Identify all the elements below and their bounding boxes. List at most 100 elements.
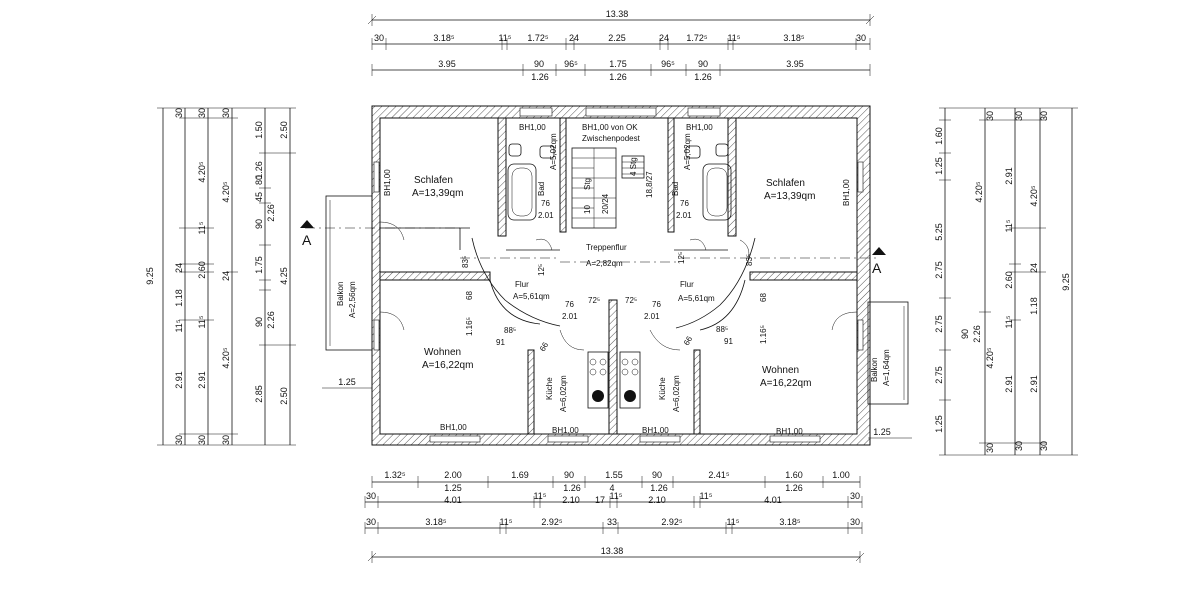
dim-66-right: 66 — [682, 334, 695, 347]
top-row1-dim-10: 3.18⁵ — [783, 33, 805, 43]
bottom-row2-dim-9: 4.01 — [764, 495, 782, 505]
bottom-row3-dim-5: 33 — [607, 517, 617, 527]
flur-left-area: A=5,61qm — [513, 292, 550, 301]
balkon-right-name: Balkon — [870, 358, 879, 382]
dim-725-center-right: 72⁵ — [625, 296, 637, 305]
toilet-left — [508, 143, 522, 157]
section-arrow-left-icon — [300, 220, 314, 228]
left-col-d-3: 80 — [254, 175, 264, 185]
bathtub-right — [702, 163, 732, 221]
door-wohnen-left — [379, 311, 405, 331]
left-col-a-5: 24 — [174, 263, 184, 273]
right-col-c-4: 2.60 — [1004, 271, 1014, 289]
bottom-row1-dim-9: 1.00 — [832, 470, 850, 480]
top-row1-dim-3: 11⁵ — [498, 33, 511, 43]
top-row2-dim-3: 96⁵ — [564, 59, 578, 69]
right-col-a-6: 2.75 — [934, 366, 944, 384]
bottom-row3-dim-4: 2.92⁵ — [541, 517, 563, 527]
bottom-row3-dim-3: 11⁵ — [499, 517, 512, 527]
bottom-row1-sub-4: 1.26 — [650, 483, 668, 493]
right-col-b-2: 4.20⁵ — [974, 181, 984, 203]
bottom-row2-dim-6: 11⁵ — [609, 491, 622, 501]
flur-curve-left — [471, 237, 561, 327]
left-col-e-3: 2.50 — [279, 387, 289, 405]
left-col-d-9: 2.26 — [266, 311, 276, 329]
dim-125-left: 12⁵ — [537, 264, 546, 276]
dim-68-right: 68 — [759, 293, 768, 302]
balcony-left-outline — [325, 195, 373, 351]
top-row1-dim-7: 24 — [659, 33, 669, 43]
bathtub-left — [507, 163, 537, 221]
top-row1-dim-4: 1.72⁵ — [527, 33, 549, 43]
bottom-dimension-chains: 1.32⁵ 2.00 1.69 90 1.55 90 2.41⁵ 1.60 1.… — [364, 470, 865, 563]
bottom-row3-dim-1: 30 — [366, 517, 376, 527]
stair-num2: 20/24 — [601, 193, 610, 214]
bottom-row3-dim-7: 11⁵ — [726, 517, 739, 527]
bottom-row3-dim-8: 3.18⁵ — [779, 517, 801, 527]
right-col-a-7: 1.25 — [934, 415, 944, 433]
dim-76-center-left: 76 — [565, 300, 574, 309]
right-col-a-1: 1.60 — [934, 127, 944, 145]
right-col-b-1: 30 — [985, 111, 995, 121]
staircase — [571, 147, 645, 229]
left-col-d-8: 90 — [254, 317, 264, 327]
dim-125-right: 12⁵ — [677, 252, 686, 264]
bad-left-area: A=5,02qm — [549, 133, 558, 170]
bottom-row1-dim-2: 2.00 — [444, 470, 462, 480]
curved-wall-right — [699, 279, 746, 331]
left-col-a-3: 11⁵ — [174, 319, 184, 332]
bottom-row1-dim-1: 1.32⁵ — [384, 470, 406, 480]
right-col-d-1: 30 — [1039, 111, 1049, 121]
treppenflur-name: Treppenflur — [586, 243, 627, 252]
left-col-e-1: 2.50 — [279, 121, 289, 139]
bottom-row1-sub-1: 1.25 — [444, 483, 462, 493]
balconies — [325, 195, 909, 405]
right-col-a-2: 1.25 — [934, 157, 944, 175]
stair-stg2: Stg — [583, 178, 592, 190]
right-col-a-5: 2.75 — [934, 315, 944, 333]
right-col-c-3: 11⁵ — [1004, 219, 1014, 232]
bad-left-window: BH1,00 — [519, 123, 546, 132]
left-col-c-1: 30 — [221, 108, 231, 118]
right-balcony-depth: 1.25 — [873, 427, 891, 437]
doors — [379, 221, 858, 351]
stair-label-2: Zwischenpodest — [582, 134, 641, 143]
dim-116-right: 1.16⁵ — [759, 325, 768, 344]
top-row2-dim-5: 96⁵ — [661, 59, 675, 69]
kueche-right-window: BH1,00 — [642, 426, 669, 435]
right-col-b-5: 4.20⁵ — [985, 347, 995, 369]
stair-stg: 4 Stg — [629, 157, 638, 176]
top-row2-dim-1: 3.95 — [438, 59, 456, 69]
bottom-overall-dim: 13.38 — [601, 546, 624, 556]
fixtures — [507, 143, 732, 409]
top-overall-dim: 13.38 — [606, 9, 629, 19]
left-col-d-4: 45 — [254, 192, 264, 202]
bottom-row3-dim-9: 30 — [850, 517, 860, 527]
kueche-left-window: BH1,00 — [552, 426, 579, 435]
bad-left-name: Bad — [537, 182, 546, 196]
bottom-row3-dim-2: 3.18⁵ — [425, 517, 447, 527]
section-label-left: A — [302, 232, 312, 248]
dim-116-left: 1.16⁵ — [465, 317, 474, 336]
right-overall-dim: 9.25 — [1061, 273, 1071, 291]
dim-201-right: 2.01 — [676, 211, 692, 220]
dim-91-right: 91 — [724, 337, 733, 346]
bottom-row1-dim-5: 1.55 — [605, 470, 623, 480]
schlafen-left-area: A=13,39qm — [412, 188, 463, 199]
dim-91-left: 91 — [496, 338, 505, 347]
left-overall-dim: 9.25 — [145, 267, 155, 285]
right-dimension-chains: 9.25 1.60 1.25 5.25 2.75 2.75 2.75 1.25 … — [868, 107, 1078, 456]
stair-label-1: BH1,00 von OK — [582, 123, 638, 132]
section-line-a: A A — [300, 220, 886, 276]
bottom-row2-dim-4: 2.10 — [562, 495, 580, 505]
left-balcony-depth: 1.25 — [338, 377, 356, 387]
right-col-d-5: 2.91 — [1029, 375, 1039, 393]
right-col-d-4: 1.18 — [1029, 297, 1039, 315]
left-col-a-4: 1.18 — [174, 289, 184, 307]
kueche-right-name: Küche — [658, 377, 667, 400]
top-row1-dim-11: 30 — [856, 33, 866, 43]
right-col-a-3: 5.25 — [934, 223, 944, 241]
balkon-left-name: Balkon — [336, 282, 345, 306]
left-col-a-2: 2.91 — [174, 371, 184, 389]
